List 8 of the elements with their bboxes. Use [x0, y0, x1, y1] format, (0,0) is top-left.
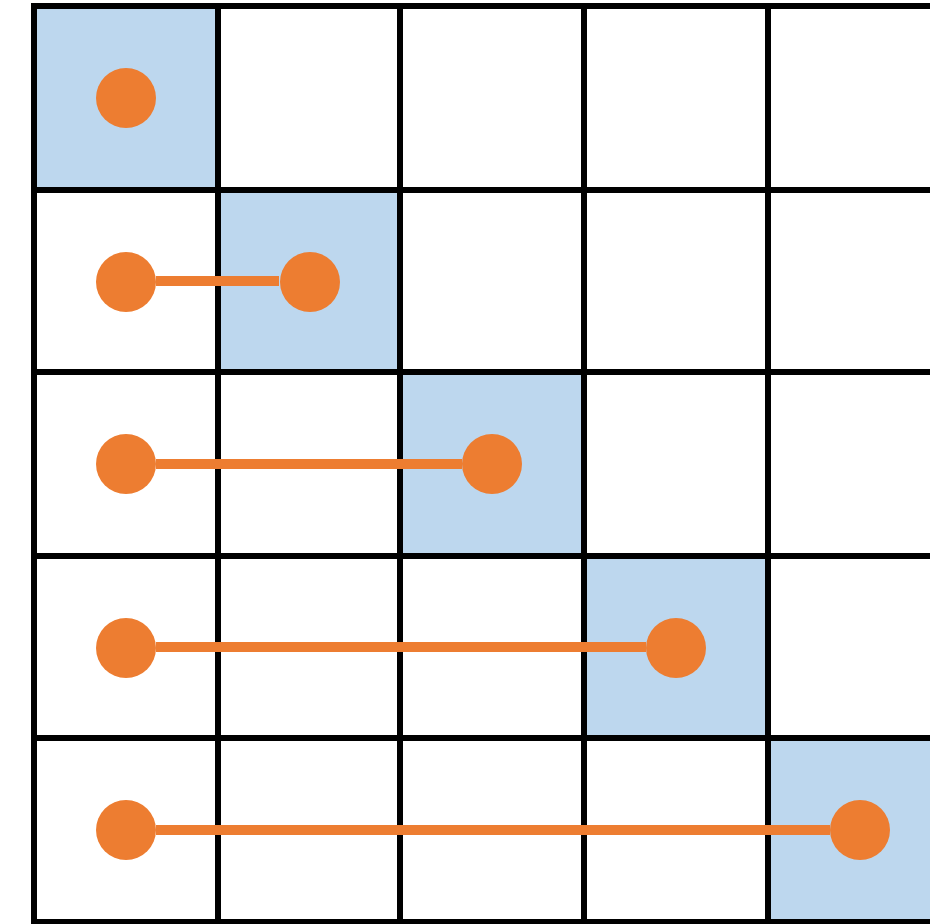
connector-line: [156, 459, 462, 469]
dot: [96, 251, 156, 311]
dot: [96, 800, 156, 860]
dot: [96, 617, 156, 677]
dot: [96, 434, 156, 494]
connector-line: [156, 276, 279, 286]
connector-line: [156, 825, 830, 835]
connector-line: [156, 642, 646, 652]
